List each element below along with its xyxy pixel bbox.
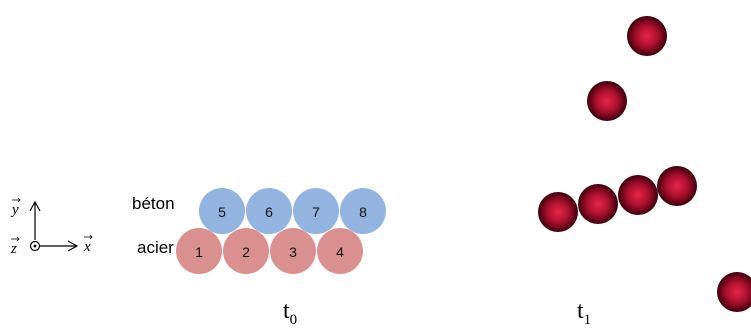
z-axis-dot [34, 245, 37, 248]
coordinate-system: y z x [10, 198, 92, 257]
particle [618, 175, 658, 215]
sphere-8-label: 8 [359, 204, 367, 220]
acier-label: acier [137, 238, 174, 257]
t0-configuration: 5 6 7 8 1 2 3 4 [176, 188, 386, 274]
beton-label: béton [132, 194, 175, 213]
t0-label: t0 [283, 298, 297, 328]
particle [627, 16, 667, 56]
acier-row: 1 2 3 4 [176, 228, 363, 274]
sphere-6-label: 6 [265, 204, 273, 220]
y-axis-label: y [10, 202, 19, 218]
sphere-7-label: 7 [312, 204, 320, 220]
sphere-1-label: 1 [195, 244, 203, 260]
sphere-3-label: 3 [289, 244, 297, 260]
x-axis-label: x [83, 239, 91, 255]
beton-row: 5 6 7 8 [199, 188, 386, 234]
t1-configuration [538, 16, 751, 312]
t1-label: t1 [577, 298, 591, 328]
particle [578, 184, 618, 224]
particle [657, 166, 697, 206]
sphere-5-label: 5 [218, 204, 226, 220]
sphere-4-label: 4 [336, 244, 344, 260]
t1-subscript: 1 [584, 312, 592, 328]
sphere-2-label: 2 [242, 244, 250, 260]
particle [717, 272, 751, 312]
particle [538, 192, 578, 232]
z-axis-label: z [10, 241, 17, 257]
t0-subscript: 0 [290, 312, 298, 328]
particle [587, 81, 627, 121]
